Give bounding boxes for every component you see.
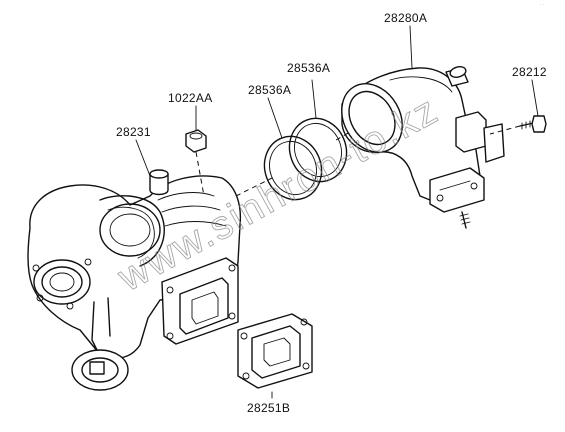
elbow-pipe [341, 66, 505, 229]
label-elbow: 28280A [384, 11, 427, 25]
bolt [519, 115, 547, 133]
label-ring-outer: 28536A [287, 61, 330, 75]
label-nut: 1022AA [168, 91, 213, 105]
turbocharger [27, 169, 242, 391]
assembly-lines [195, 125, 521, 197]
label-gasket: 28251B [247, 401, 290, 415]
nut [185, 129, 207, 153]
label-turbo: 28231 [116, 125, 151, 139]
label-ring-inner: 28536A [248, 83, 291, 97]
gasket [237, 313, 313, 389]
leader-lines [135, 25, 539, 399]
ring-outer [288, 117, 348, 183]
label-bolt: 28212 [512, 65, 547, 79]
corner-mark: · · [540, 2, 544, 7]
